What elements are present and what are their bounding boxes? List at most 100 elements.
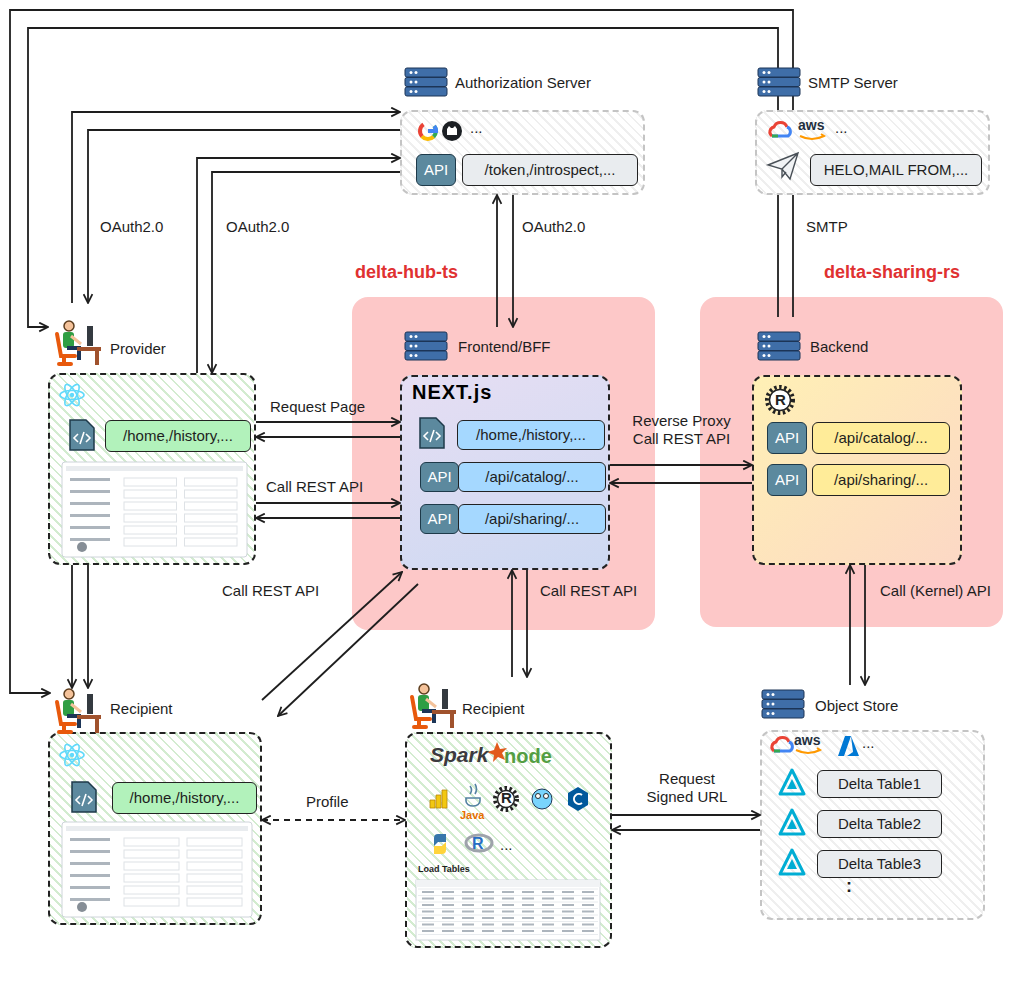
table-cell [462,898,474,900]
server-led [768,90,771,93]
chip-text: /home,/history,... [130,789,240,807]
table-cell [502,904,514,906]
label-chip: API [420,462,459,492]
table-cell [442,930,454,932]
github-disc [442,121,462,141]
table-cell [542,911,554,913]
desk [432,710,456,714]
desk-leg [95,351,99,365]
label-chip: Delta Table1 [817,770,942,798]
server-led [415,345,418,348]
table-cell [562,898,574,900]
connector [512,195,514,327]
table-cell [582,898,594,900]
chair [412,697,430,727]
desk-leg [450,714,454,728]
code-mark [424,430,440,442]
person-icon [412,684,456,728]
gcloud-logo [770,123,791,136]
screen-cell [185,478,238,486]
table-cell [582,930,594,932]
table-cell [502,924,514,926]
google-logo [418,123,438,141]
screen-line [70,838,110,841]
table-cell [422,924,434,926]
table-cell [562,917,574,919]
screen-cell [124,886,179,894]
connector [612,814,760,816]
delta-inner [787,779,797,789]
screen-line [70,478,110,481]
table-cell [582,924,594,926]
connector [256,436,400,438]
table-row [418,928,598,929]
label-chip: /home,/history,... [112,782,257,814]
server-slab [758,78,800,87]
label-chip: /api/catalog/... [458,462,606,492]
delta-outer [780,770,804,794]
html-file-icon [72,782,96,812]
table-cell [462,917,474,919]
edge-label: Call (Kernel) API [880,582,991,600]
screen-line [70,514,110,517]
table-cell [442,904,454,906]
arm [71,336,81,344]
note-text: ... [835,119,848,137]
table-cell [502,911,514,913]
screen-cell [187,850,242,858]
heading: delta-hub-ts [355,262,458,284]
react-orbit [60,391,84,400]
server-icon [758,68,800,96]
delta-inner [787,819,797,829]
server-led [415,335,418,338]
table-cell [442,917,454,919]
server-icon [405,332,447,360]
github-cat [447,126,457,135]
table-cell [502,898,514,900]
table-cell [522,924,534,926]
component-box: Delta Table1Delta Table2Delta Table3Obje… [760,730,985,920]
note-text: ... [500,836,513,854]
logo-text: aws [794,732,820,749]
legs [67,716,79,728]
table-row [418,915,598,916]
arm [71,704,81,712]
delta-inner [787,859,797,869]
note-text: ... [470,119,483,137]
server-led [410,90,413,93]
screen-line [70,538,110,541]
screen [62,822,252,917]
table-row [418,934,598,935]
table-cell [542,924,554,926]
edge-label: Profile [306,793,349,811]
delta-outer [780,850,804,874]
go-gopher [532,789,552,809]
table-row [418,908,598,909]
server-led [763,90,766,93]
logo-text: aws [798,117,824,134]
chip-text: /home,/history,... [476,426,586,444]
table-cell [542,898,554,900]
screen-line [70,874,110,877]
component-box: /home,/history,...Provider [48,373,256,565]
server-slab [758,342,800,351]
cloud-green [772,135,778,138]
code-mark [76,794,92,806]
server-led [415,81,418,84]
table-cell [562,930,574,932]
table-cell [482,917,494,919]
gopher-eye [536,794,541,799]
logo-text: NEXT.js [412,380,492,404]
edge-label: OAuth2.0 [100,218,163,236]
react-orbit [60,751,84,760]
cloud-green [774,750,780,753]
table-cell [422,891,434,893]
chair [57,702,75,732]
monitor [87,694,93,714]
edge-label: Call REST API [222,582,319,600]
server-icon [405,68,447,96]
paper-plane [768,153,798,179]
table-cell [442,898,454,900]
screen-cell [124,538,177,546]
screen-cell [187,862,242,870]
